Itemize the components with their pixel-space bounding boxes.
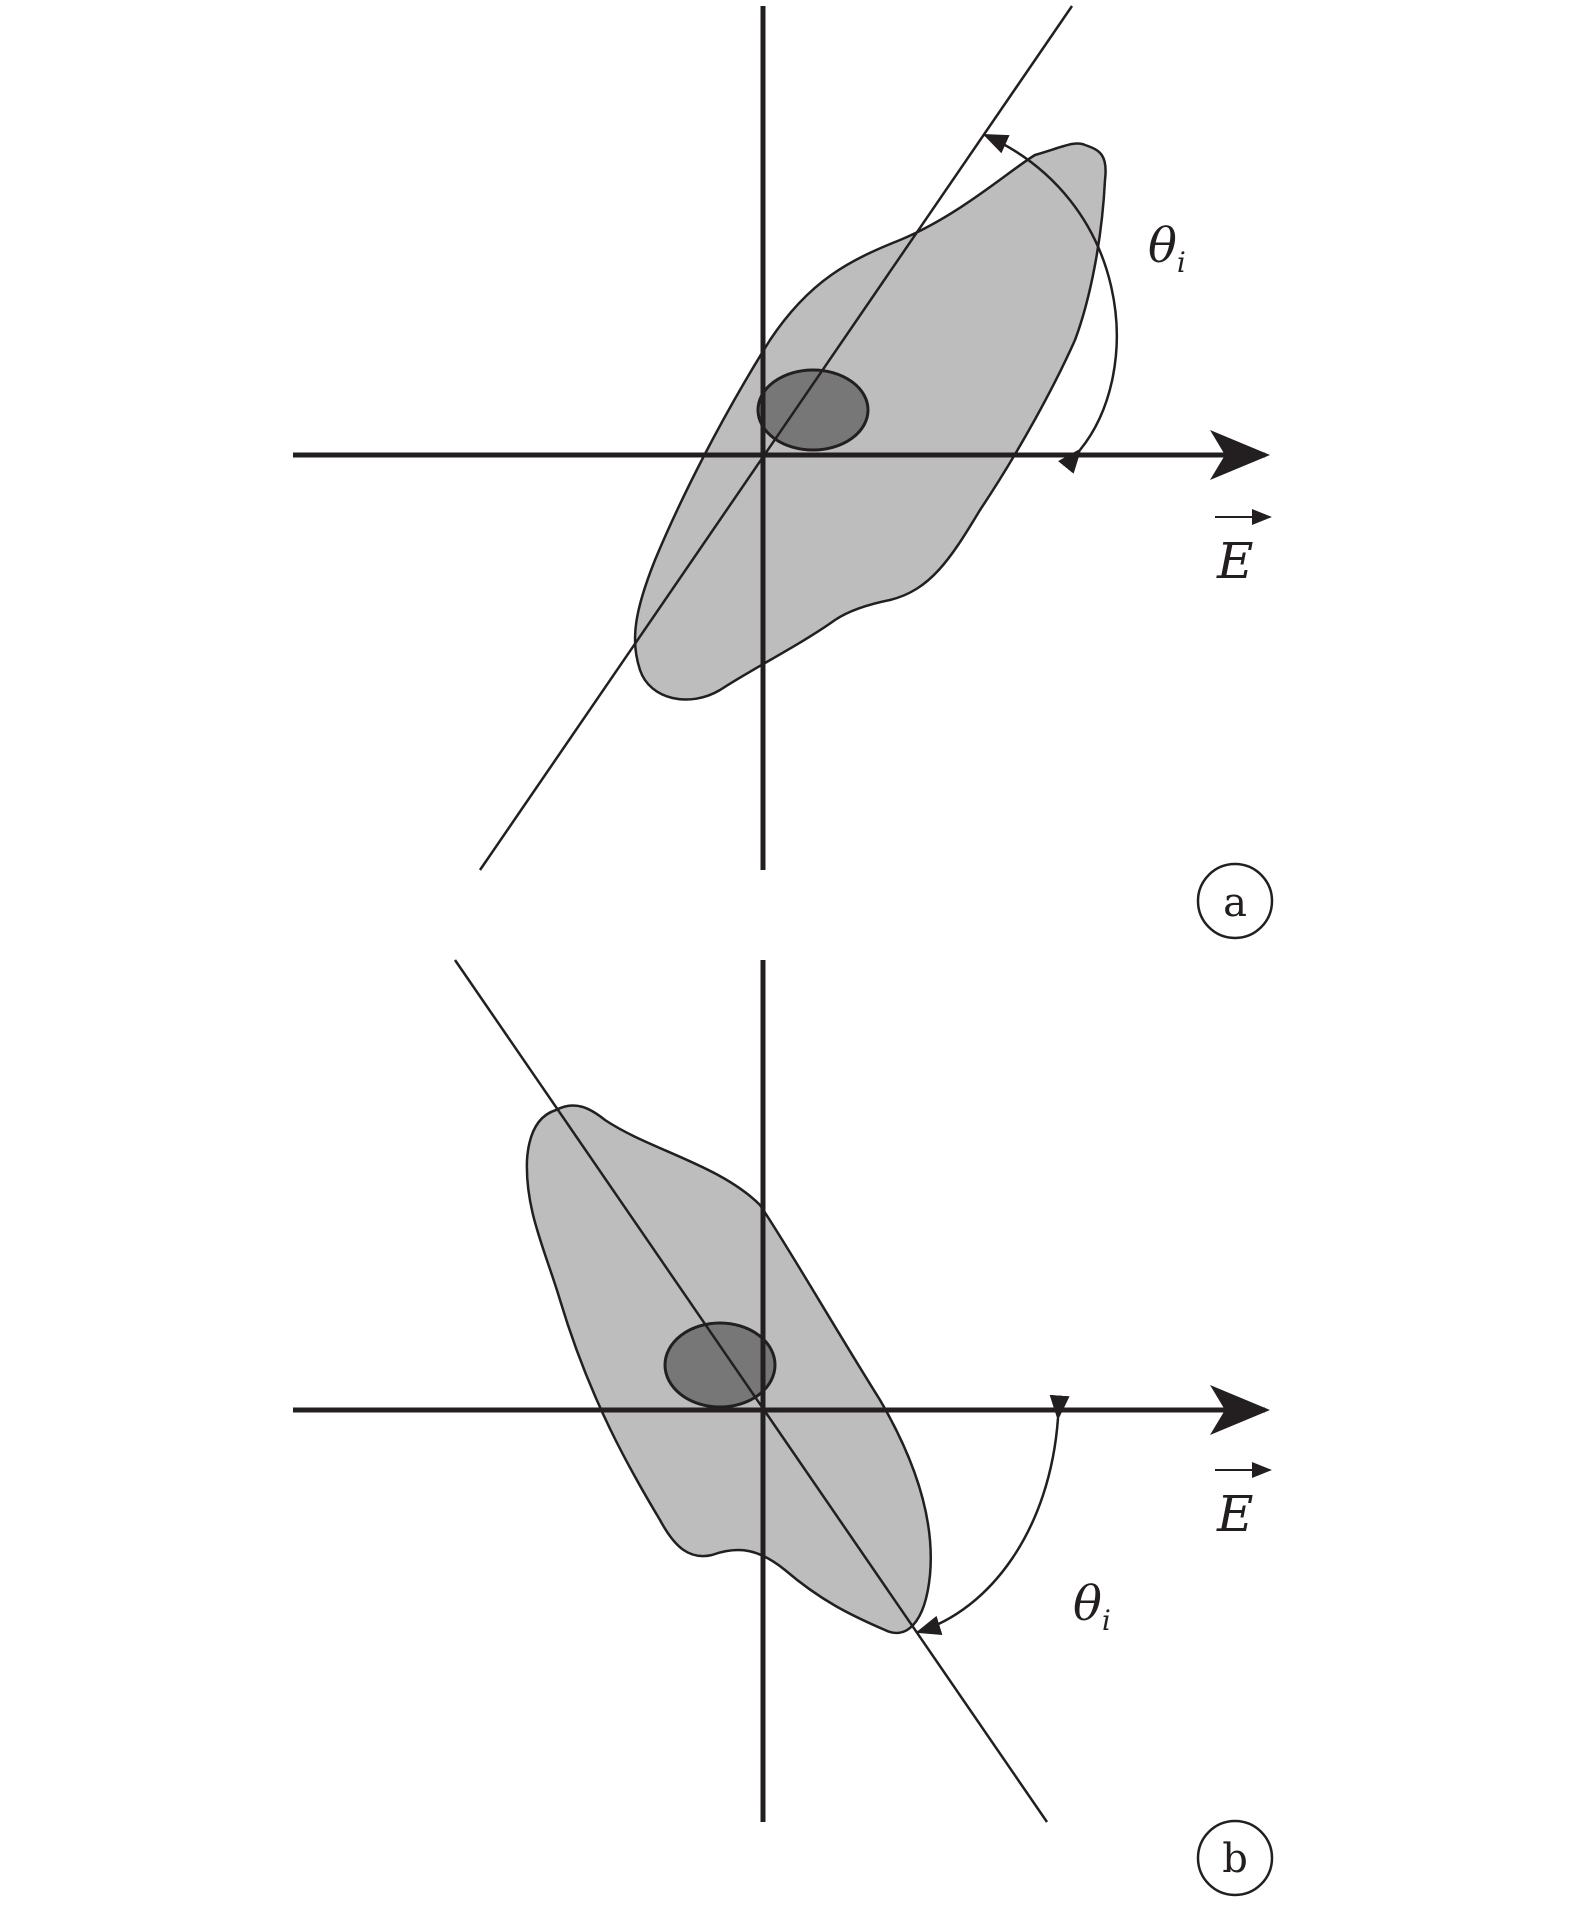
field-label: E xyxy=(1216,1485,1254,1543)
panel-label-circle xyxy=(1196,1819,1274,1897)
angle-subscript: i xyxy=(1177,246,1186,279)
field-label: E xyxy=(1216,532,1254,590)
angle-arc xyxy=(982,133,1118,474)
angle-symbol: θ xyxy=(1148,218,1177,274)
panel-label-circle xyxy=(1196,862,1274,940)
angle-subscript: i xyxy=(1102,1604,1111,1637)
panel-label: b xyxy=(1222,1836,1248,1882)
cell-body-shape xyxy=(633,142,1107,701)
panel-label: a xyxy=(1223,880,1247,926)
orientation-line xyxy=(478,5,1074,871)
nucleus-shape xyxy=(756,368,870,452)
angle-arc xyxy=(915,1394,1070,1635)
angle-label: θi xyxy=(1073,1576,1111,1637)
angle-symbol: θ xyxy=(1073,1576,1102,1632)
panel-a: θi E a xyxy=(293,5,1274,940)
panel-b: θi E b xyxy=(293,959,1274,1897)
orientation-line xyxy=(453,959,1049,1823)
angle-label: θi xyxy=(1148,218,1186,279)
nucleus-shape xyxy=(663,1321,777,1409)
